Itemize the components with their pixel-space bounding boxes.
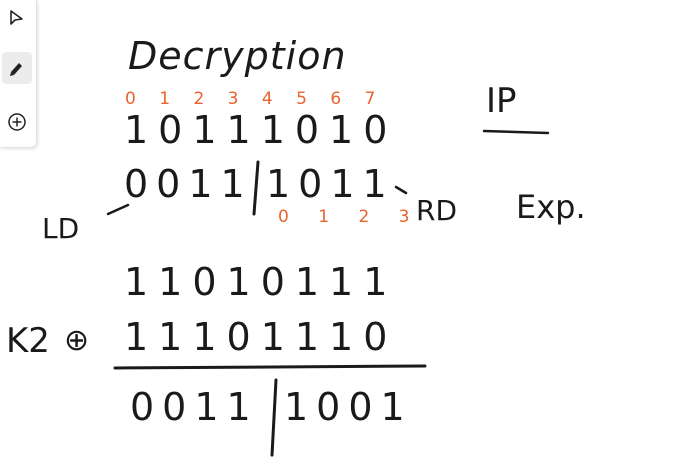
rd-connector (394, 185, 408, 195)
ip-underline (482, 129, 550, 135)
drawing-toolbar (0, 0, 37, 148)
board-title: Decryption (128, 34, 347, 78)
rd-label: RD (416, 194, 457, 227)
bits-row-4: 11101110 (124, 315, 397, 359)
half-divider-row-2 (252, 160, 260, 216)
add-tool-button[interactable] (2, 106, 32, 138)
ip-label: IP (486, 81, 517, 121)
bit-index-top: 0 1 2 3 4 5 6 7 (125, 89, 384, 109)
pen-icon (10, 63, 22, 76)
half-divider-result (270, 378, 278, 457)
bits-row-2-right: 1011 (266, 162, 395, 206)
bits-row-3: 11010111 (124, 260, 397, 304)
exp-label: Exp. (516, 188, 586, 226)
bits-row-2-left: 0011 (124, 162, 253, 206)
cursor-icon (10, 10, 23, 25)
k2-label: K2 (6, 321, 50, 361)
bit-index-right: 0 1 2 3 (278, 207, 421, 227)
bits-row-1: 10111010 (124, 108, 397, 152)
select-tool-button[interactable] (2, 2, 32, 34)
xor-symbol: ⊕ (64, 323, 89, 358)
result-right: 1001 (284, 385, 413, 429)
sum-line (113, 364, 427, 370)
ld-connector (106, 203, 130, 216)
result-left: 0011 (130, 385, 259, 429)
pen-tool-button[interactable] (2, 52, 32, 84)
plus-circle-icon (8, 113, 26, 131)
ld-label: LD (42, 212, 79, 245)
